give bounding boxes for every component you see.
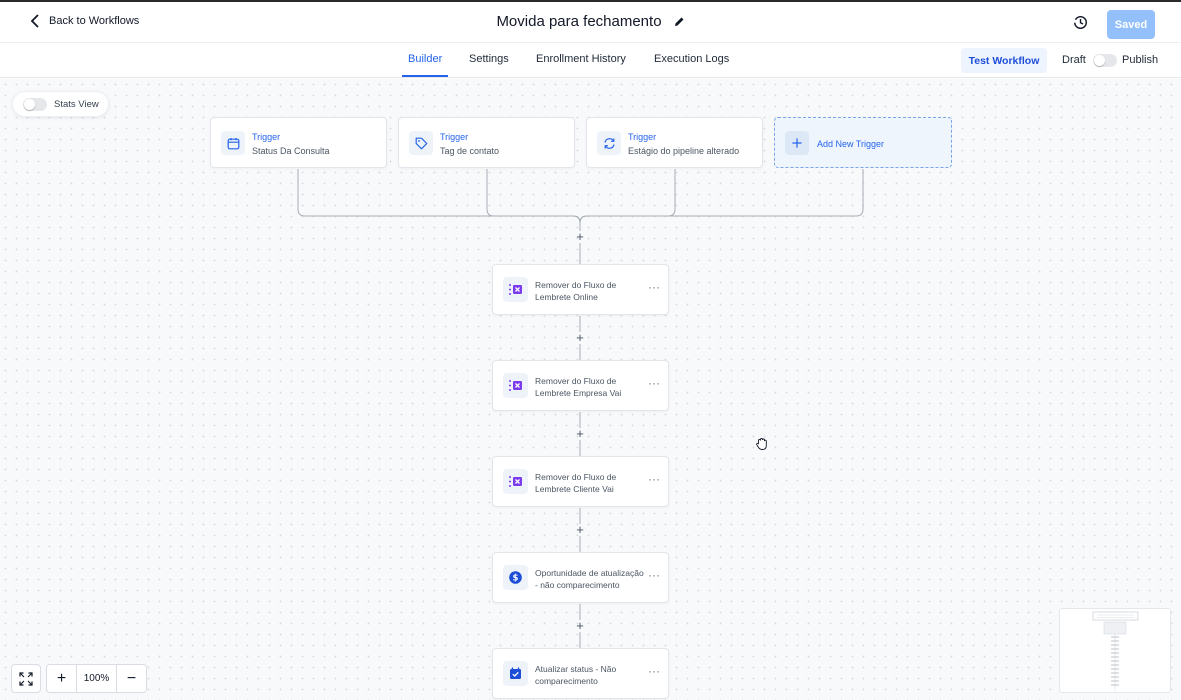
add-step-button[interactable]: +: [576, 229, 584, 244]
minimap-preview: [1092, 611, 1139, 691]
back-to-workflows-link[interactable]: Back to Workflows: [30, 14, 139, 28]
tab-execution-logs[interactable]: Execution Logs: [654, 53, 730, 65]
minimap[interactable]: [1059, 608, 1171, 693]
more-options-button[interactable]: ···: [648, 472, 660, 486]
trigger-label: Trigger: [440, 132, 469, 142]
history-icon[interactable]: [1073, 15, 1088, 30]
workflow-title-area: Movida para fechamento: [0, 13, 1181, 30]
plus-icon: [785, 131, 809, 155]
trigger-subtitle: Estágio do pipeline alterado: [628, 146, 740, 156]
calendar-check-icon: [503, 661, 528, 686]
tab-builder[interactable]: Builder: [408, 53, 443, 65]
add-step-button[interactable]: +: [576, 618, 584, 633]
svg-text:$: $: [513, 574, 519, 584]
chevron-left-icon: [30, 14, 39, 28]
calendar-icon: [221, 131, 245, 155]
publish-toggle[interactable]: [1093, 54, 1117, 67]
action-title: Oportunidade de atualização- não compare…: [535, 568, 644, 590]
stats-view-control: Stats View: [12, 91, 109, 117]
tab-settings[interactable]: Settings: [469, 53, 509, 65]
tab-enrollment-history[interactable]: Enrollment History: [536, 53, 626, 65]
remove-workflow-icon: [503, 373, 528, 398]
trigger-subtitle: Status Da Consulta: [252, 146, 330, 156]
more-options-button[interactable]: ···: [648, 568, 660, 582]
trigger-card-estagio-pipeline[interactable]: Trigger Estágio do pipeline alterado: [586, 117, 763, 168]
workflow-title: Movida para fechamento: [496, 13, 662, 30]
trigger-subtitle: Tag de contato: [440, 146, 500, 156]
expand-icon: [19, 671, 33, 686]
back-label: Back to Workflows: [49, 15, 140, 27]
add-step-button[interactable]: +: [576, 522, 584, 537]
stats-view-toggle[interactable]: [23, 98, 47, 111]
add-step-button[interactable]: +: [576, 426, 584, 441]
tag-icon: [409, 131, 433, 155]
dollar-icon: $: [503, 565, 528, 590]
trigger-card-tag-de-contato[interactable]: Trigger Tag de contato: [398, 117, 575, 168]
publish-label: Publish: [1122, 54, 1159, 66]
zoom-out-button[interactable]: −: [126, 669, 137, 687]
trigger-label: Trigger: [252, 132, 281, 142]
fit-to-screen-button[interactable]: [11, 664, 41, 693]
draft-label: Draft: [1062, 54, 1086, 66]
tab-bar: Builder Settings Enrollment History Exec…: [0, 43, 1181, 78]
connector-lines: [297, 169, 864, 648]
more-options-button[interactable]: ···: [648, 280, 660, 294]
action-card[interactable]: $ Oportunidade de atualização- não compa…: [492, 552, 669, 603]
zoom-in-button[interactable]: +: [56, 669, 67, 687]
remove-workflow-icon: [503, 277, 528, 302]
stats-view-label: Stats View: [54, 99, 99, 110]
zoom-controls: + 100% −: [46, 664, 147, 693]
more-options-button[interactable]: ···: [648, 376, 660, 390]
trigger-label: Trigger: [628, 132, 657, 142]
add-step-button[interactable]: +: [576, 330, 584, 345]
trigger-card-status-da-consulta[interactable]: Trigger Status Da Consulta: [210, 117, 387, 168]
saved-button[interactable]: Saved: [1107, 10, 1155, 39]
workflow-canvas[interactable]: + + + + + Stats View Trigger Status Da C…: [0, 79, 1181, 700]
grab-cursor-icon: [756, 438, 767, 450]
more-options-button[interactable]: ···: [648, 664, 660, 678]
refresh-icon: [597, 131, 621, 155]
top-header: Back to Workflows Movida para fechamento…: [0, 0, 1181, 43]
add-new-trigger-button[interactable]: Add New Trigger: [774, 117, 952, 168]
remove-workflow-icon: [503, 469, 528, 494]
active-tab-indicator: [402, 75, 448, 77]
test-workflow-button[interactable]: Test Workflow: [961, 48, 1047, 73]
pencil-icon[interactable]: [674, 16, 685, 27]
add-trigger-label: Add New Trigger: [817, 139, 885, 149]
zoom-level: 100%: [76, 665, 117, 692]
